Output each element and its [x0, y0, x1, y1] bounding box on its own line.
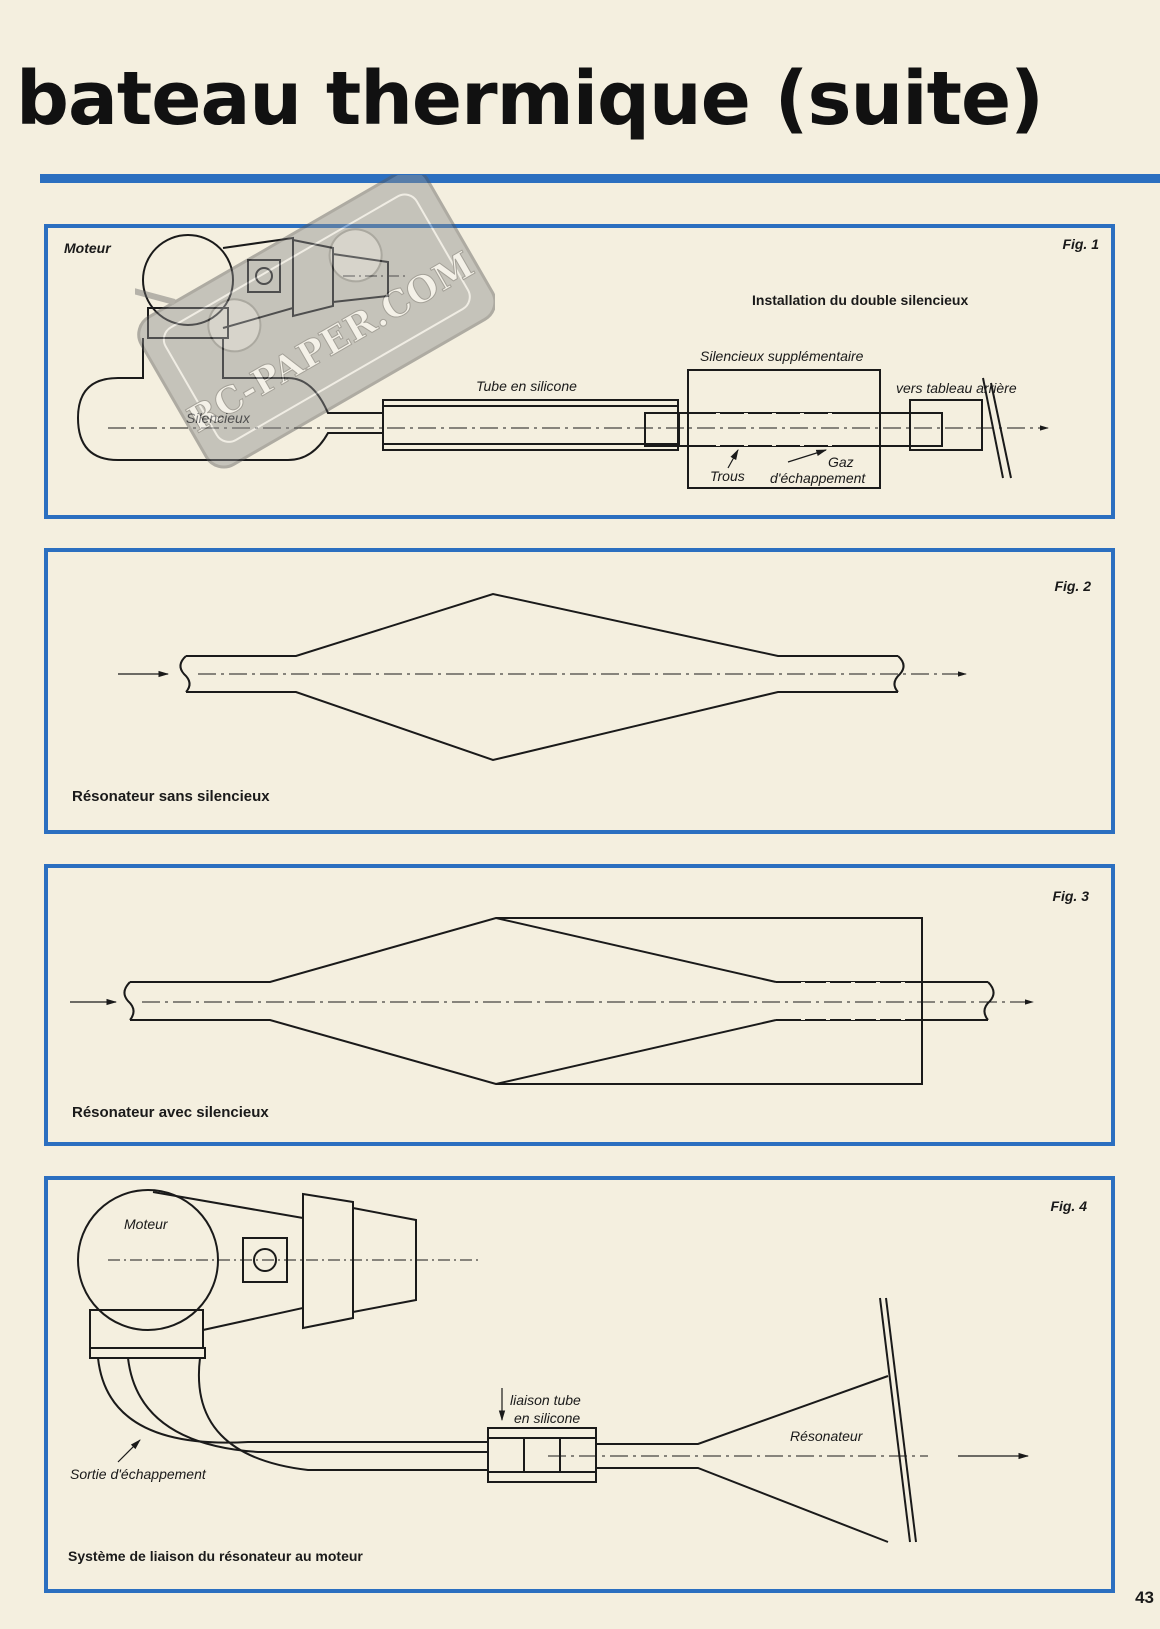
exhaust-bend [97, 1357, 488, 1471]
fig4-label-liaison-2: en silicone [514, 1410, 581, 1426]
fig1-label-moteur: Moteur [64, 240, 111, 256]
transom-line [879, 1297, 911, 1543]
fig1-title: Installation du double silencieux [752, 292, 969, 308]
page-title: bateau thermique (suite) [16, 56, 1044, 142]
page-number: 43 [1135, 1588, 1154, 1607]
fig4-number: Fig. 4 [1050, 1198, 1087, 1214]
supplementary-muffler-box [687, 369, 881, 489]
figure-4-drawing [77, 1189, 1030, 1543]
engine-block [147, 307, 229, 339]
exhaust-flange [89, 1347, 206, 1359]
figure-1-drawing [76, 234, 1049, 489]
silicone-link [487, 1427, 597, 1483]
fig2-number: Fig. 2 [1054, 578, 1091, 594]
engine-cylinder [247, 259, 281, 293]
fig1-label-tube: Tube en silicone [476, 378, 577, 394]
fig4-label-liaison-1: liaison tube [510, 1392, 581, 1408]
muffler-body [76, 338, 384, 461]
engine-flywheel [142, 234, 234, 326]
fig2-caption: Résonateur sans silencieux [72, 788, 270, 805]
fig1-label-silencieux: Silencieux [186, 410, 250, 426]
pipe-outlet-end [893, 655, 905, 693]
fig3-number: Fig. 3 [1052, 888, 1089, 904]
pipe-inlet-end [179, 655, 191, 693]
title-underline [40, 174, 1160, 183]
resonator-with-muffler-outline [130, 917, 923, 1085]
fig1-label-echappement: d'échappement [770, 470, 866, 486]
fig1-label-vers: vers tableau arrière [896, 380, 1017, 396]
engine-carburetor [302, 1192, 417, 1330]
fig4-label-sortie: Sortie d'échappement [70, 1466, 206, 1482]
fig3-caption: Résonateur avec silencieux [72, 1104, 269, 1121]
figure-2-panel: Fig. 2 Résonateur sans silencieux [44, 548, 1115, 834]
fig1-number: Fig. 1 [1062, 236, 1099, 252]
fig4-caption: Système de liaison du résonateur au mote… [68, 1548, 363, 1564]
silicone-tube [382, 399, 679, 451]
engine-carburetor [292, 238, 389, 318]
fig4-label-moteur: Moteur [124, 1216, 168, 1232]
figure-3-panel: Fig. 3 Résonateur avec silencieux [44, 864, 1115, 1146]
fig1-label-silencieux-supp: Silencieux supplémentaire [700, 348, 864, 364]
resonator-outline [186, 592, 898, 657]
fig1-label-gaz: Gaz [828, 454, 854, 470]
figure-2-drawing [118, 592, 967, 762]
fig1-label-trous: Trous [710, 468, 745, 484]
fig4-label-resonateur: Résonateur [790, 1428, 863, 1444]
figure-4-panel: Fig. 4 Moteur liaison tube en silicone R… [44, 1176, 1115, 1593]
figure-3-drawing [70, 917, 1034, 1085]
figure-1-panel: Moteur Fig. 1 Installation du double sil… [44, 224, 1115, 519]
